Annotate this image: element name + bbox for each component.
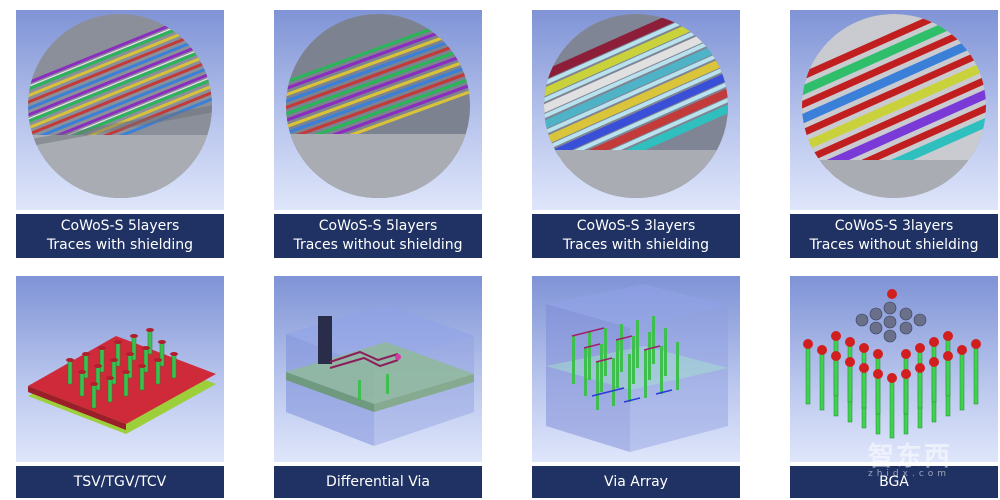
caption-line-1: CoWoS-S 5layers — [60, 218, 180, 234]
caption-line-1: CoWoS-S 5layers — [318, 218, 438, 234]
watermark: 智东西 zhidx.com — [868, 436, 952, 479]
trace-render-sparse-shielded — [544, 14, 728, 198]
tile-image — [532, 10, 740, 210]
tile-image — [790, 10, 998, 210]
caption-line-1: BGA — [879, 473, 909, 490]
bga-render — [803, 289, 981, 439]
caption-line-1: CoWoS-S 3layers — [576, 218, 696, 234]
caption-line-1: Via Array — [604, 473, 668, 490]
tile-caption: Differential Via — [274, 466, 482, 498]
watermark-sub: zhidx.com — [868, 469, 951, 479]
tile-image — [790, 276, 998, 462]
tile-image — [16, 10, 224, 210]
tile-caption: BGA — [790, 466, 998, 498]
caption-line-1: CoWoS-S 3layers — [834, 218, 954, 234]
trace-render-dense-shielded — [28, 14, 212, 198]
via-board-render — [28, 328, 216, 434]
tile-caption: CoWoS-S 3layers Traces with shielding — [532, 214, 740, 258]
tile-image — [274, 10, 482, 210]
caption-line-2: Traces without shielding — [809, 237, 979, 253]
tile-image — [532, 276, 740, 462]
tile-caption: CoWoS-S 3layers Traces without shielding — [790, 214, 998, 258]
caption-line-1: TSV/TGV/TCV — [73, 473, 167, 490]
via-array-render — [546, 284, 728, 452]
tile-caption: Via Array — [532, 466, 740, 498]
tile-image — [16, 276, 224, 462]
caption-line-1: Differential Via — [326, 473, 430, 490]
tile-caption: CoWoS-S 5layers Traces without shielding — [274, 214, 482, 258]
differential-via-render — [286, 304, 474, 446]
caption-line-2: Traces without shielding — [293, 237, 463, 253]
caption-line-2: Traces with shielding — [46, 237, 194, 253]
tile-caption: CoWoS-S 5layers Traces with shielding — [16, 214, 224, 258]
trace-render-dense-unshielded — [286, 14, 470, 198]
tile-image — [274, 276, 482, 462]
watermark-main: 智东西 — [868, 442, 953, 472]
tile-caption: TSV/TGV/TCV — [16, 466, 224, 498]
trace-render-sparse-unshielded — [802, 14, 986, 198]
caption-line-2: Traces with shielding — [562, 237, 710, 253]
